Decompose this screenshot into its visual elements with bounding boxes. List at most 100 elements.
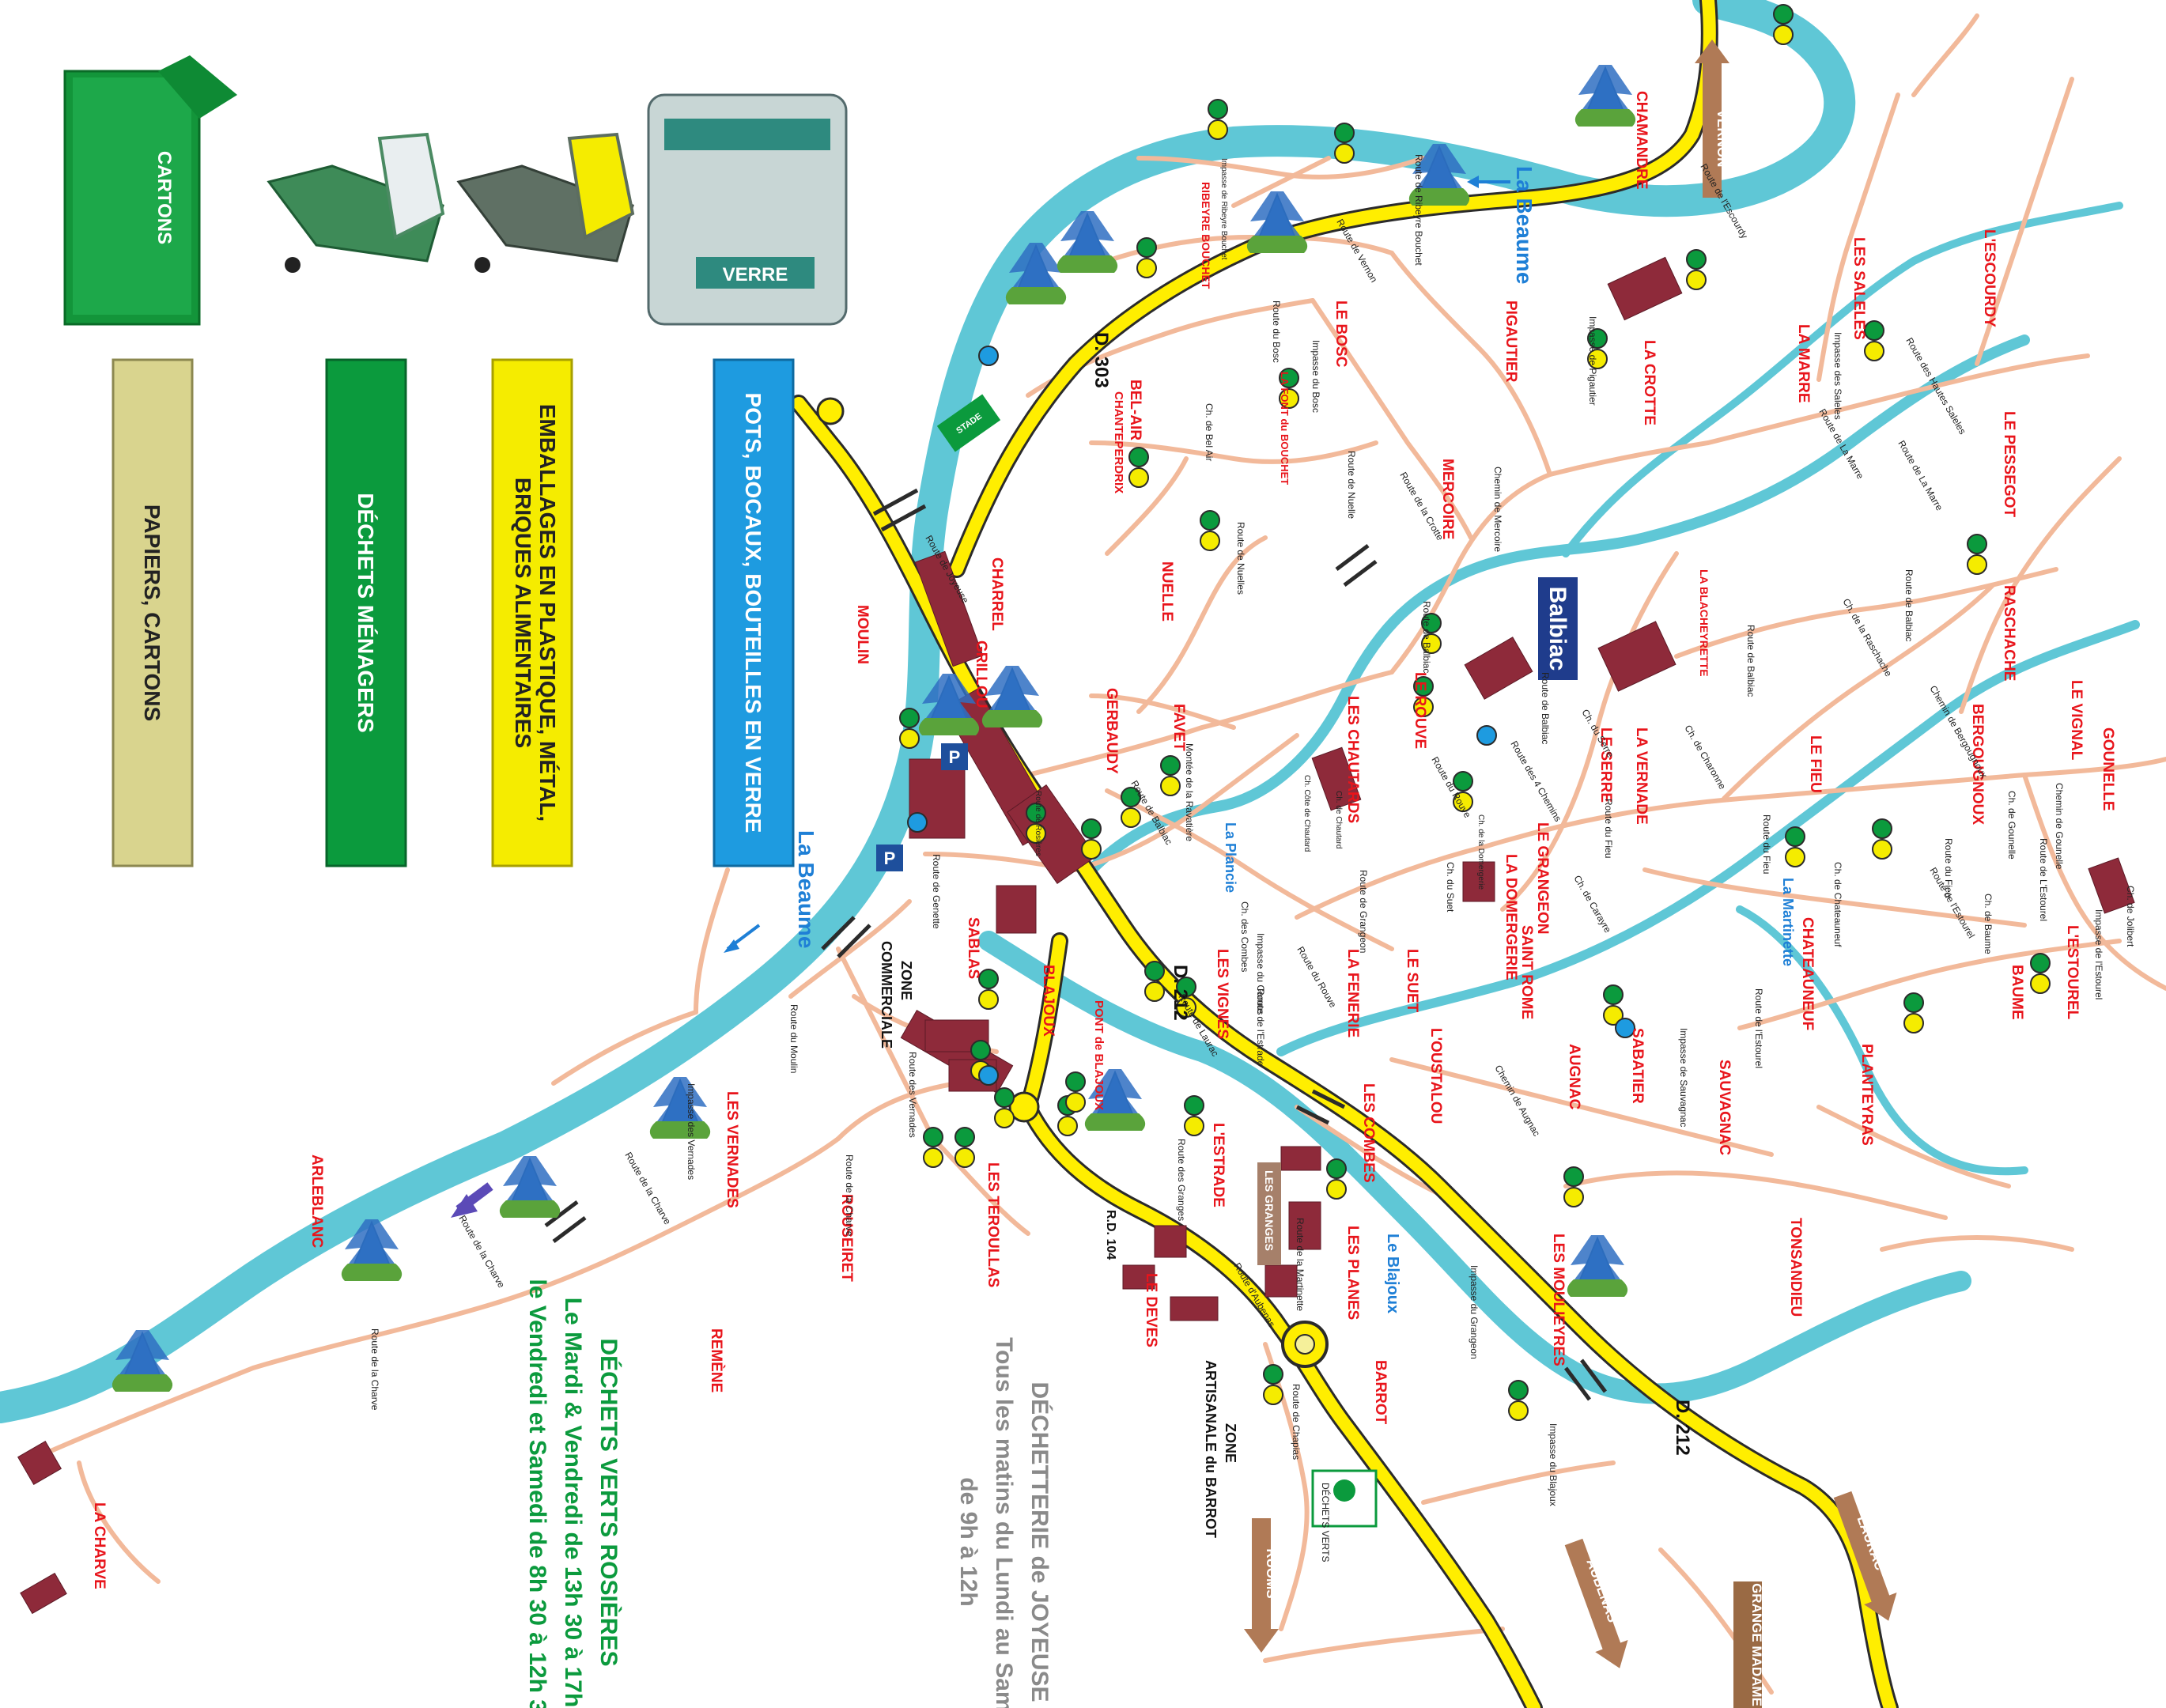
town-sign: Balbiac: [1538, 577, 1578, 680]
svg-text:Chemin de Gounelle: Chemin de Gounelle: [2054, 783, 2065, 870]
svg-text:Impasse de l'Estourel: Impasse de l'Estourel: [2093, 909, 2104, 999]
legend-emballages: EMBALLAGES EN PLASTIQUE, MÉTAL, BRIQUES …: [491, 358, 573, 867]
svg-text:REMÈNE: REMÈNE: [708, 1328, 725, 1392]
svg-text:le Vendredi et Samedi de 8h 30: le Vendredi et Samedi de 8h 30 à 12h 30: [524, 1279, 550, 1708]
svg-text:NUELLE: NUELLE: [1159, 561, 1175, 622]
svg-text:LE FIEU: LE FIEU: [1807, 735, 1824, 793]
highway-labels: D. 303 D. 212 D. 212 R.D. 104: [1091, 332, 1693, 1456]
svg-text:AUGNAC: AUGNAC: [1566, 1044, 1582, 1110]
svg-text:D. 212: D. 212: [1672, 1400, 1693, 1456]
svg-text:BERGOUGNOUX: BERGOUGNOUX: [1969, 704, 1986, 825]
svg-text:Route de Grangeon: Route de Grangeon: [1358, 870, 1369, 953]
svg-text:Route de L'Estourel: Route de L'Estourel: [2038, 838, 2049, 921]
bin-cartons: CARTONS: [63, 55, 237, 326]
svg-text:Route du Fieu: Route du Fieu: [1603, 799, 1614, 858]
svg-text:BAUME: BAUME: [2009, 965, 2025, 1020]
svg-text:La Plancie: La Plancie: [1223, 822, 1238, 893]
svg-text:Route des Vernades: Route des Vernades: [907, 1052, 918, 1138]
bin-emballages: [456, 132, 635, 273]
svg-text:Route des Hautes Saleles: Route des Hautes Saleles: [1903, 336, 1968, 436]
svg-text:LES MOULIEYRES: LES MOULIEYRES: [1550, 1234, 1567, 1366]
zone-labels: ZONE COMMERCIALE ZONE ARTISANALE du BARR…: [879, 941, 1281, 1538]
bin-menagers: [266, 132, 445, 273]
svg-text:Route de la Charve: Route de la Charve: [622, 1151, 673, 1227]
svg-text:Chemin de Mercoire: Chemin de Mercoire: [1492, 467, 1503, 552]
svg-text:CHARREL: CHARREL: [988, 557, 1005, 631]
svg-text:Balbiac: Balbiac: [1544, 587, 1571, 671]
river-blajoux: [978, 931, 1971, 1404]
bin-verre: VERRE: [647, 93, 848, 326]
svg-text:LA FENERIE: LA FENERIE: [1344, 949, 1361, 1037]
svg-text:Route de Balbiac: Route de Balbiac: [1540, 672, 1551, 744]
svg-text:Route du Rouve: Route du Rouve: [1295, 945, 1339, 1010]
svg-text:PIGAUTIER: PIGAUTIER: [1503, 300, 1519, 383]
legend-verre: POTS, BOCAUX, BOUTEILLES EN VERRE: [713, 358, 795, 867]
svg-text:RUOMS: RUOMS: [1264, 1548, 1279, 1598]
svg-text:BLAJOUX: BLAJOUX: [1040, 965, 1057, 1037]
river-beaume: [0, 0, 1856, 1423]
river-martinette: [1276, 620, 2140, 1056]
svg-text:LES PLANES: LES PLANES: [1344, 1226, 1361, 1320]
svg-text:Ch. de Baume: Ch. de Baume: [1983, 894, 1994, 954]
svg-text:GERBAUDY: GERBAUDY: [1103, 688, 1120, 774]
svg-text:Montée de la Ravatière: Montée de la Ravatière: [1184, 743, 1195, 841]
svg-text:Ch. de la Domergerie: Ch. de la Domergerie: [1476, 814, 1485, 890]
svg-text:Le Blajoux: Le Blajoux: [1384, 1234, 1401, 1313]
svg-text:Ch. de Carayre: Ch. de Carayre: [1571, 874, 1613, 935]
svg-text:Tous les matins du Lundi au Sa: Tous les matins du Lundi au Samedi: [991, 1337, 1017, 1708]
svg-text:Ch. de Gounelle: Ch. de Gounelle: [2006, 791, 2017, 860]
svg-text:CHATEAUNEUF: CHATEAUNEUF: [1799, 917, 1816, 1030]
svg-text:FAVET: FAVET: [1170, 704, 1187, 751]
svg-text:Route de Balbiac: Route de Balbiac: [1421, 601, 1432, 673]
place-labels: CHAMANDRE L'ESCOURDY LES SALELES LA MARR…: [91, 91, 2116, 1589]
svg-text:GOUNELLE: GOUNELLE: [2100, 727, 2116, 811]
svg-text:LE ROUVE: LE ROUVE: [1412, 672, 1428, 749]
svg-text:Route du Bosc: Route du Bosc: [1271, 300, 1282, 363]
river-plancie: [1086, 334, 2030, 875]
svg-text:Route de La Marre: Route de La Marre: [1896, 439, 1945, 513]
svg-text:MOULIN: MOULIN: [854, 605, 871, 664]
svg-text:BEL-AIR: BEL-AIR: [1127, 380, 1143, 440]
svg-text:LE GRANGEON: LE GRANGEON: [1534, 822, 1551, 934]
svg-text:MERCOIRE: MERCOIRE: [1439, 459, 1456, 539]
svg-text:Impasse du Blajoux: Impasse du Blajoux: [1548, 1423, 1559, 1506]
legend-papiers: PAPIERS, CARTONS: [112, 358, 194, 867]
svg-text:L'OUSTALOU: L'OUSTALOU: [1427, 1028, 1444, 1124]
svg-text:Impasse de Sauvagnac: Impasse de Sauvagnac: [1678, 1028, 1689, 1127]
svg-text:ZONE: ZONE: [1223, 1423, 1238, 1463]
dechets-verts-info: DÉCHETS VERTS ROSIÈRES Le Mardi & Vendre…: [524, 1279, 622, 1708]
svg-text:RASCHACHE: RASCHACHE: [2001, 585, 2017, 681]
svg-text:Route du Fieu: Route du Fieu: [1943, 838, 1954, 897]
svg-text:COMMERCIALE: COMMERCIALE: [879, 941, 894, 1049]
svg-text:ARLEBLANC: ARLEBLANC: [308, 1154, 325, 1248]
svg-text:Route de la Charve: Route de la Charve: [456, 1214, 507, 1290]
roads: [21, 13, 2166, 1695]
svg-text:ARTISANALE du BARROT: ARTISANALE du BARROT: [1203, 1360, 1219, 1538]
svg-text:Ch. de Chateauneuf: Ch. de Chateauneuf: [1832, 862, 1843, 947]
svg-text:Route de la Martinette: Route de la Martinette: [1295, 1218, 1306, 1311]
legend-menagers: DÉCHETS MÉNAGERS: [325, 358, 407, 867]
svg-text:LES VIGNES: LES VIGNES: [1214, 949, 1230, 1039]
svg-text:VERNON: VERNON: [1714, 110, 1729, 168]
svg-text:LES SALELES: LES SALELES: [1850, 237, 1867, 340]
svg-text:Route de la Crotte: Route de la Crotte: [1397, 470, 1446, 543]
svg-text:P: P: [884, 848, 896, 868]
svg-text:LA FONT du BOUCHET: LA FONT du BOUCHET: [1279, 372, 1291, 485]
svg-text:DÉCHETS VERTS: DÉCHETS VERTS: [1320, 1483, 1332, 1562]
svg-text:LE VIGNAL: LE VIGNAL: [2068, 680, 2085, 761]
svg-text:LA BLACHEYRETTE: LA BLACHEYRETTE: [1698, 569, 1710, 677]
svg-text:Route de la Charve: Route de la Charve: [844, 1154, 855, 1237]
svg-text:de 9h à 12h: de 9h à 12h: [955, 1477, 981, 1606]
parking-2: P: [876, 845, 903, 871]
svg-text:DÉCHETTERIE de JOYEUSE: DÉCHETTERIE de JOYEUSE: [1026, 1381, 1053, 1702]
svg-text:DÉCHETS MÉNAGERS: DÉCHETS MÉNAGERS: [353, 493, 378, 732]
svg-text:PLANTEYRAS: PLANTEYRAS: [1858, 1044, 1875, 1146]
svg-text:RIBEYRE BOUCHET: RIBEYRE BOUCHET: [1200, 182, 1212, 289]
svg-text:Impasse du Grangeon: Impasse du Grangeon: [1469, 1265, 1480, 1359]
svg-text:Route de la Charve: Route de la Charve: [369, 1328, 380, 1411]
svg-text:Le Mardi & Vendredi de 13h 30: Le Mardi & Vendredi de 13h 30 à 17h: [560, 1298, 586, 1708]
svg-text:Route de Chapias: Route de Chapias: [1291, 1384, 1302, 1460]
svg-text:TONSANDIEU: TONSANDIEU: [1787, 1218, 1804, 1317]
svg-text:La Beaume: La Beaume: [794, 830, 818, 948]
